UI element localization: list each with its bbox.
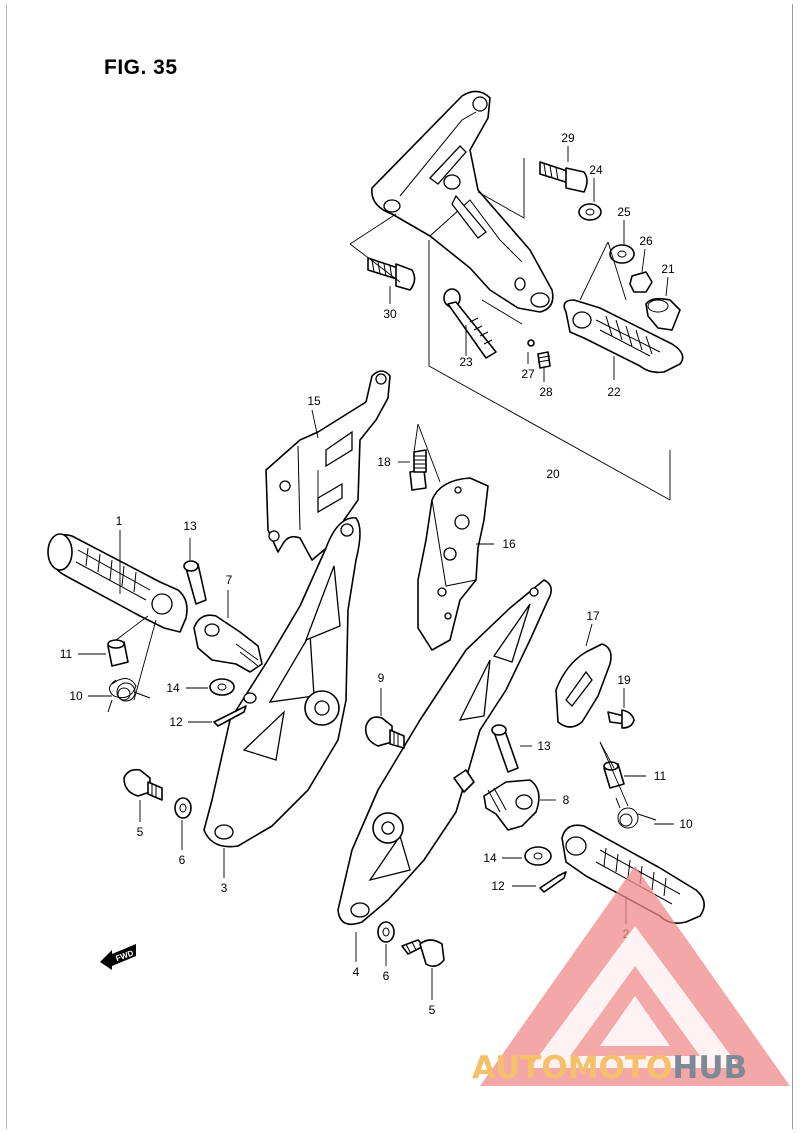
callout-12-left: 12: [169, 715, 183, 729]
bolt-9-part: [364, 716, 405, 749]
callout-23: 23: [459, 355, 473, 369]
nut-26-part: [629, 271, 653, 293]
callout-24: 24: [589, 163, 603, 177]
callout-7: 7: [226, 573, 233, 587]
callout-18: 18: [377, 455, 391, 469]
callout-10-right: 10: [679, 817, 693, 831]
bracket-16-part: [417, 477, 489, 651]
bolt-23-part: [443, 288, 497, 359]
cotter-pin-12-left-part: [213, 705, 247, 727]
callout-10-left: 10: [69, 689, 83, 703]
callout-11-right: 11: [654, 769, 667, 783]
frame-3-part: [203, 517, 361, 848]
callout-5-right: 5: [429, 1003, 436, 1017]
washer-6-right-part: [377, 921, 395, 943]
figure-title: FIG. 35: [104, 56, 178, 79]
callout-26: 26: [639, 234, 653, 248]
pin-13-left-part: [183, 560, 207, 605]
footrest-22-part: [563, 299, 684, 374]
bracket-15-part: [265, 370, 391, 561]
callout-14-left: 14: [166, 681, 180, 695]
bolt-29-part: [539, 161, 588, 193]
watermark-text-part1: AUTOMOTO: [472, 1050, 673, 1086]
bolt-19-part: [607, 709, 635, 729]
callout-8: 8: [563, 793, 570, 807]
ball-27-part: [527, 339, 535, 347]
cotter-pin-12-right-part: [539, 871, 567, 893]
footrest-1-part: [47, 533, 188, 633]
callout-13-left: 13: [183, 519, 197, 533]
callout-12-right: 12: [491, 879, 505, 893]
callout-5-left: 5: [137, 825, 144, 839]
callout-28: 28: [539, 385, 553, 399]
bracket-8-part: [483, 779, 540, 831]
plate-17-part: [555, 643, 612, 728]
callout-25: 25: [617, 205, 631, 219]
callout-19: 19: [617, 673, 631, 687]
bolt-5-left-part: [123, 768, 163, 801]
washer-24-part: [578, 203, 602, 221]
fwd-direction-arrow-icon: FWD: [100, 944, 136, 970]
callout-1: 1: [116, 514, 123, 528]
callout-15: 15: [307, 394, 321, 408]
callout-9: 9: [378, 671, 385, 685]
fwd-label: FWD: [115, 948, 135, 963]
watermark-text: AUTOMOTOHUB: [472, 1050, 747, 1086]
callout-6-left: 6: [179, 853, 186, 867]
page-border: [6, 4, 793, 1129]
callout-21: 21: [661, 262, 675, 276]
pin-21-part: [645, 297, 681, 331]
callout-29: 29: [561, 131, 575, 145]
callout-6-right: 6: [383, 969, 390, 983]
washer-14-left-part: [209, 678, 235, 696]
washer-6-left-part: [174, 797, 192, 819]
callout-16: 16: [502, 537, 516, 551]
automotohub-logo-icon: [480, 866, 790, 1086]
washer-14-right-part: [524, 846, 552, 866]
callout-4: 4: [353, 965, 360, 979]
frame-4-part: [337, 579, 552, 926]
callout-20: 20: [546, 467, 560, 481]
callout-27: 27: [521, 367, 535, 381]
callout-13-right: 13: [537, 739, 551, 753]
bolt-18-part: [409, 449, 427, 491]
pillion-bracket-part: [371, 90, 554, 313]
washer-25-part: [609, 244, 635, 264]
callout-14-right: 14: [483, 851, 497, 865]
bracket-7-part: [193, 614, 263, 673]
callout-30: 30: [383, 307, 397, 321]
callout-3: 3: [221, 881, 228, 895]
spring-10-right-part: [615, 797, 657, 829]
callout-11-left: 11: [60, 647, 73, 661]
pin-13-right-part: [491, 724, 519, 773]
callout-17: 17: [586, 609, 600, 623]
callout-22: 22: [607, 385, 621, 399]
spring-10-left-part: [107, 678, 151, 713]
watermark-text-part2: HUB: [672, 1050, 748, 1086]
bolt-5-right-part: [401, 939, 445, 968]
